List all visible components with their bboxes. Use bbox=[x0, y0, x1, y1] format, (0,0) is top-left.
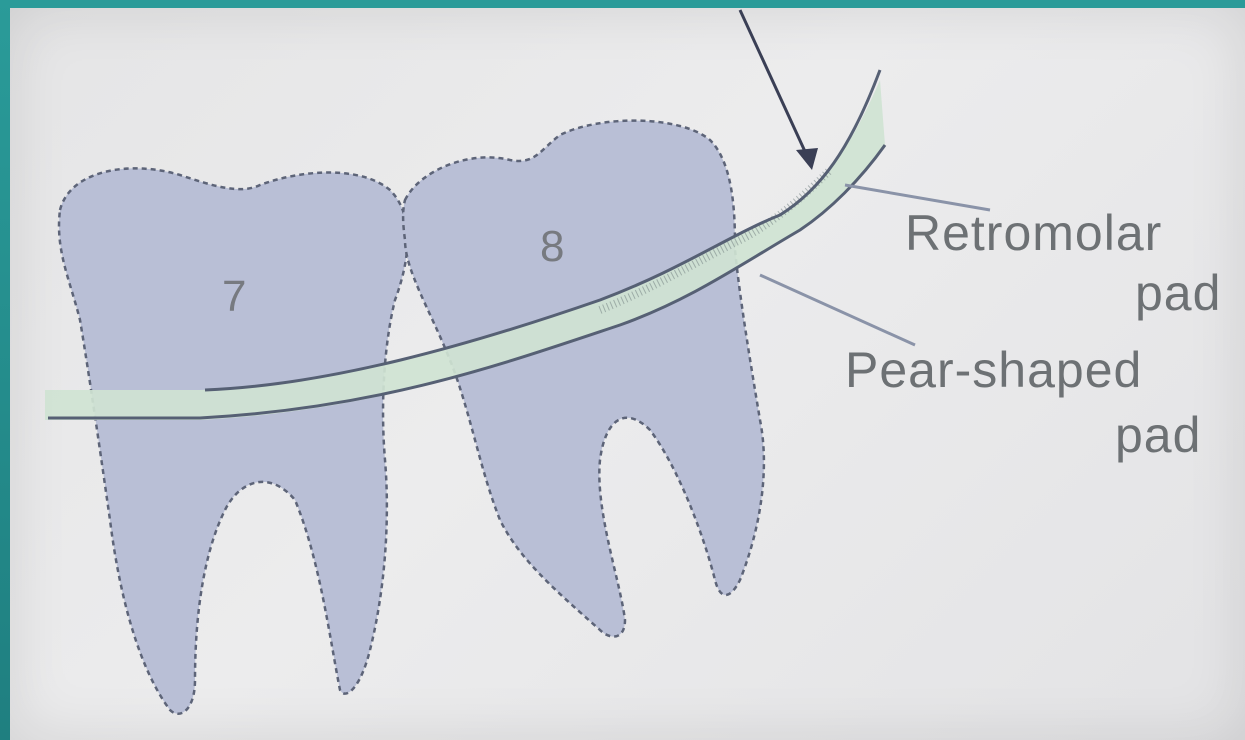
pear-shaped-label-line1: Pear-shaped bbox=[845, 345, 1142, 395]
pear-shaped-label-line2: pad bbox=[1115, 410, 1201, 460]
pear-leader-line bbox=[760, 275, 915, 345]
retromolar-label-line1: Retromolar bbox=[905, 208, 1162, 258]
tooth-7-outline bbox=[59, 168, 407, 713]
tooth-8-label: 8 bbox=[540, 225, 564, 269]
pointer-arrow-shaft bbox=[740, 10, 808, 158]
retromolar-label-line2: pad bbox=[1135, 268, 1221, 318]
pointer-arrow-head bbox=[796, 148, 818, 170]
tooth-8-outline bbox=[403, 121, 764, 637]
tooth-7-label: 7 bbox=[222, 275, 246, 319]
